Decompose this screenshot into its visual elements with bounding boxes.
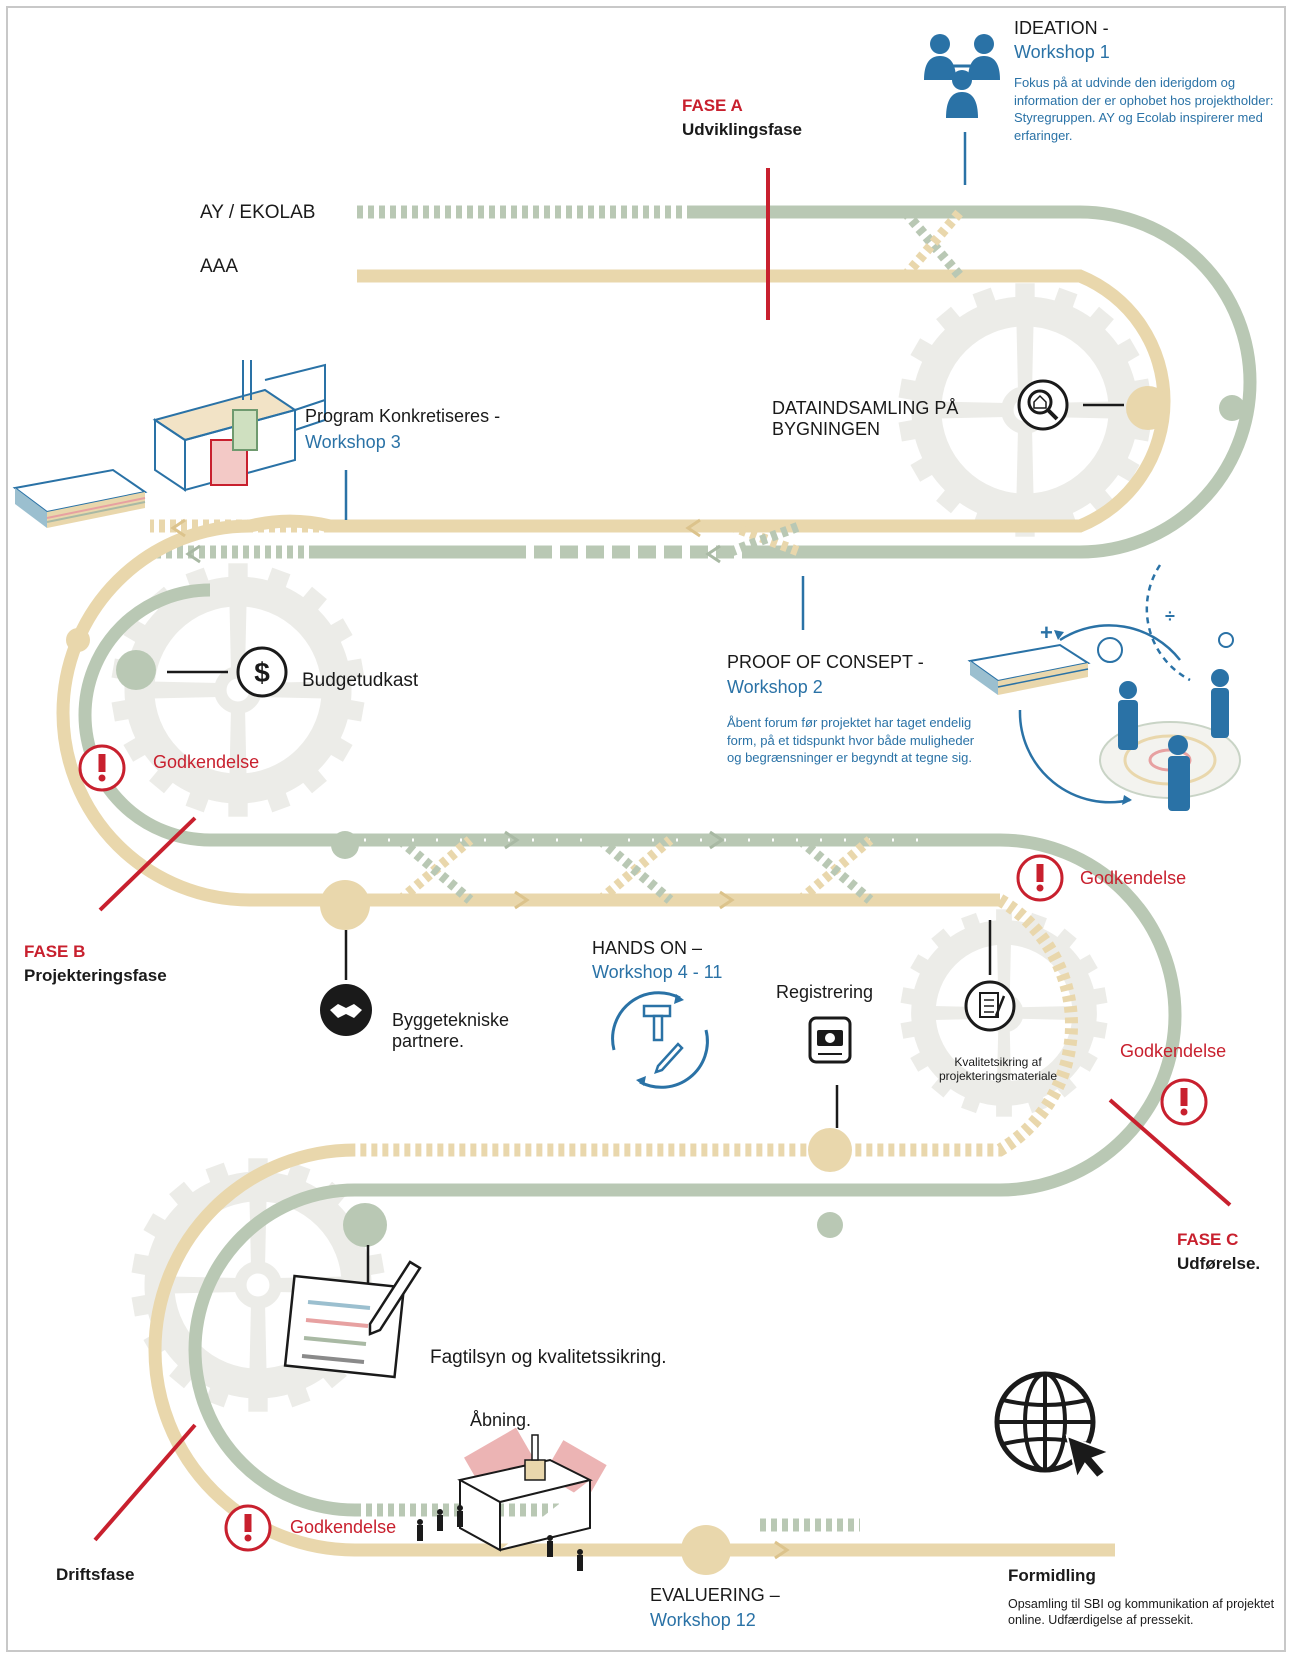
hands-on-workshop: Workshop 4 - 11 [592,962,723,982]
approval-label-3: Godkendelse [1120,1041,1227,1061]
milestone-dot [343,1203,387,1247]
track-aaa [56,269,1171,1557]
handshake-icon [320,984,372,1036]
approval-label-4: Godkendelse [290,1517,397,1537]
milestone-dot [116,650,156,690]
milestone-dot [1126,386,1170,430]
row-label-aaa: AAA [200,256,239,277]
opening-illustration [417,1427,607,1571]
program-title: Program Konkretiseres - [305,406,501,426]
registration-label: Registrering [776,982,874,1002]
phase-a-code: FASE A [682,96,743,115]
opening-label: Åbning. [470,1410,532,1430]
ideation-description: Fokus på at udvinde den iderigdom og inf… [1014,75,1274,143]
data-collection-label: DATAINDSAMLING PÅ BYGNINGEN [772,398,959,439]
dissemination-description: Opsamling til SBI og kommunikation af pr… [1008,1597,1275,1628]
alert-icon [1160,1078,1208,1126]
dissemination-title: Formidling [1008,1566,1096,1585]
svg-text:+: + [1040,620,1053,645]
phase-d-divider [93,1423,197,1542]
phase-dividers [93,168,1232,1542]
phase-a-name: Udviklingsfase [682,120,802,139]
flow-arrows [170,518,790,1560]
checklist-icon [964,980,1016,1032]
alert-icon [78,744,126,792]
globe-cursor-icon [994,1371,1112,1481]
ideation-title: IDEATION - [1014,18,1109,38]
milestone-dot [808,1128,852,1172]
book-stack-icon [12,468,148,528]
team-icon [924,34,1000,118]
search-home-icon [1017,379,1069,431]
brainstorm-illustration: + ÷ [1018,564,1241,811]
hands-on-title: HANDS ON – [592,938,703,958]
partners-label: Byggetekniske partnere. [392,1010,510,1051]
milestone-dot [817,1212,843,1238]
milestone-dot [320,880,370,930]
budget-label: Budgetudkast [302,670,419,691]
milestone-dot [681,1525,731,1575]
track-ay-ekolab [78,205,1257,1532]
phase-c-code: FASE C [1177,1230,1239,1249]
program-workshop: Workshop 3 [305,432,401,452]
proof-title: PROOF OF CONSEPT - [727,652,924,672]
supervision-label: Fagtilsyn og kvalitetssikring. [430,1347,667,1368]
svg-text:$: $ [254,657,270,688]
evaluation-workshop: Workshop 12 [650,1610,756,1630]
milestone-dots [66,386,1245,1575]
approval-label-1: Godkendelse [153,752,260,772]
milestone-dot [1219,395,1245,421]
svg-text:÷: ÷ [1165,606,1175,626]
evaluation-title: EVALUERING – [650,1585,780,1605]
phase-d-name: Driftsfase [56,1565,135,1584]
book-stack-icon [967,643,1091,695]
row-label-ay-ekolab: AY / EKOLAB [200,202,316,223]
milestone-dot [331,831,359,859]
phase-b-divider [98,816,197,912]
approval-label-2: Godkendelse [1080,868,1187,888]
quality-assurance-label: Kvalitetsikring af projekteringsmaterial… [938,1055,1058,1083]
phase-b-name: Projekteringsfase [24,966,167,985]
ideation-workshop: Workshop 1 [1014,42,1110,62]
camera-icon [808,1016,852,1064]
hammer-pencil-icon [611,991,709,1089]
alert-icon [1016,854,1064,902]
track-crossovers [396,208,964,904]
proof-description: Åbent forum før projektet har taget ende… [727,715,975,766]
phase-c-name: Udførelse. [1177,1254,1261,1273]
phase-c-divider [1108,1098,1232,1207]
alert-icon [224,1504,272,1552]
page-frame [6,6,1286,1652]
phase-b-code: FASE B [24,942,86,961]
milestone-dot [66,628,90,652]
proof-workshop: Workshop 2 [727,677,823,697]
connectors [344,132,967,630]
document-pen-icon [283,1260,422,1379]
building-model-illustration [152,360,326,492]
connectors-dark [167,403,1124,1300]
dollar-icon: $ [236,646,288,698]
